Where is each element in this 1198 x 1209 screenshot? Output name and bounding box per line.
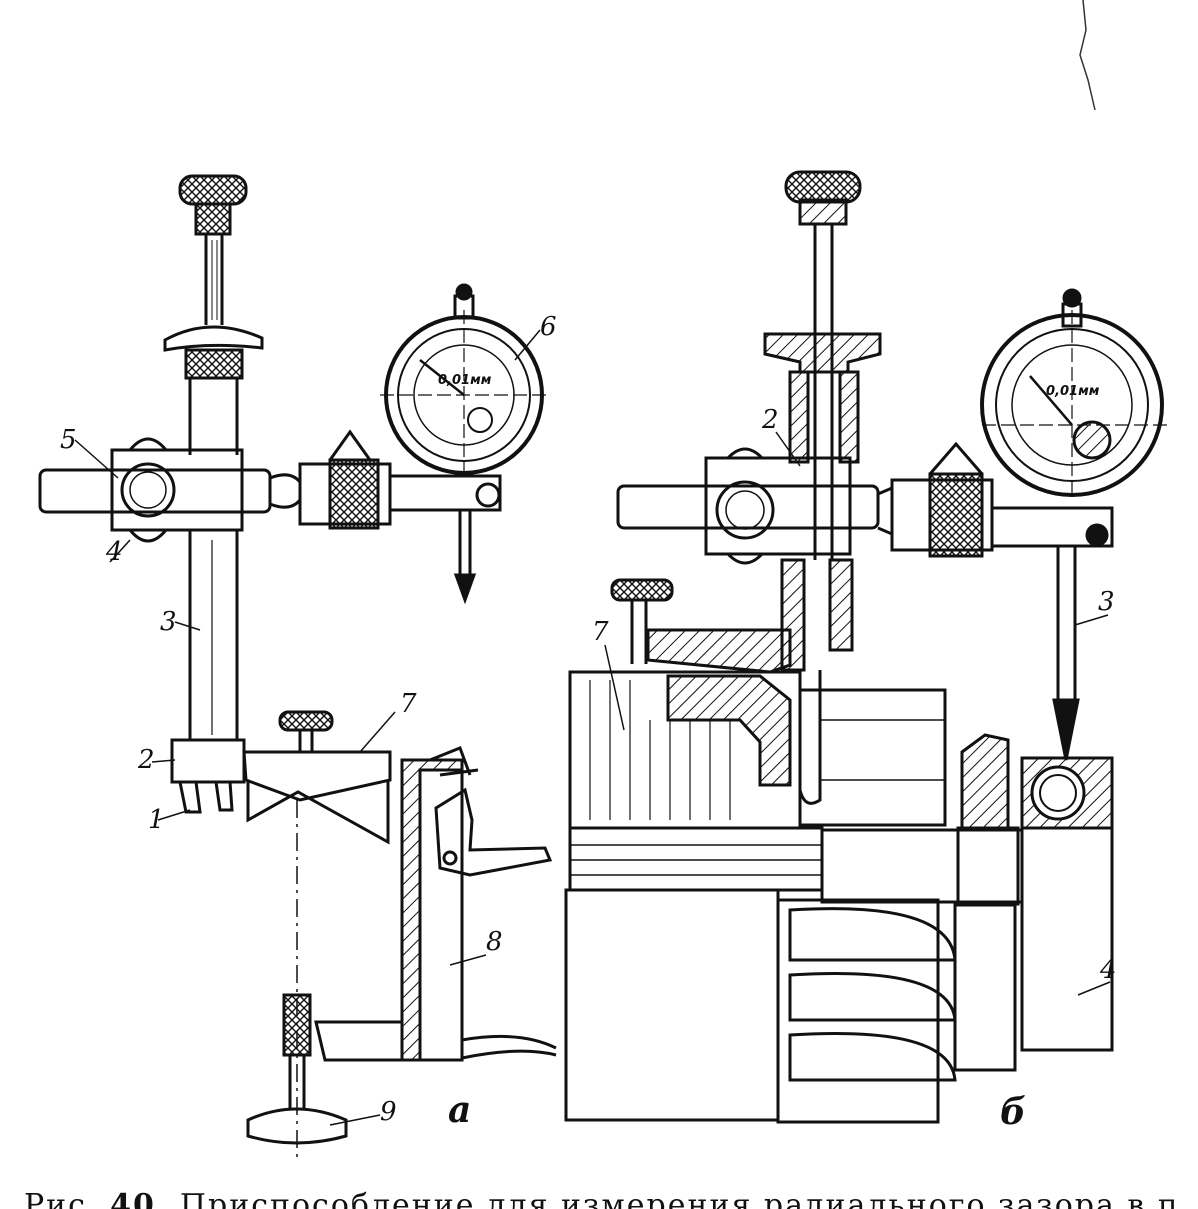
label-b-3: 3 bbox=[1098, 587, 1115, 617]
label-a-8: 8 bbox=[486, 927, 503, 957]
label-a-2: 2 bbox=[137, 745, 155, 775]
label-a-9: 9 bbox=[380, 1097, 397, 1127]
view-b-assembly: 0,01мм bbox=[564, 170, 1168, 1124]
view-a-assembly: 0,01мм bbox=[38, 174, 557, 1160]
labels-view-b: 2 3 4 7 б bbox=[592, 405, 1117, 1133]
label-b-2: 2 bbox=[761, 405, 779, 435]
dial-gauge-b: 0,01мм bbox=[980, 288, 1168, 500]
label-b-4: 4 bbox=[1099, 955, 1117, 985]
label-a-3: 3 bbox=[160, 607, 177, 637]
scan-mark bbox=[1079, 0, 1096, 111]
subfigure-label-b: б bbox=[1000, 1091, 1026, 1133]
caption-figure-number: 40. bbox=[110, 1188, 169, 1209]
dial-a-scale-text: 0,01мм bbox=[438, 373, 492, 388]
labels-view-a: 1 2 3 4 5 6 7 8 9 а bbox=[60, 312, 557, 1131]
dial-b-scale-text: 0,01мм bbox=[1046, 384, 1100, 399]
caption-prefix: Рис. bbox=[24, 1188, 99, 1209]
label-a-6: 6 bbox=[540, 312, 557, 342]
caption-text: Приспособление для измерения радиального… bbox=[179, 1188, 1174, 1209]
label-b-7: 7 bbox=[592, 617, 609, 647]
label-a-5: 5 bbox=[60, 425, 77, 455]
subfigure-label-a: а bbox=[448, 1089, 471, 1131]
label-a-4: 4 bbox=[105, 537, 123, 567]
label-a-7: 7 bbox=[400, 689, 417, 719]
figure-caption: Рис. 40. Приспособление для измерения ра… bbox=[24, 1176, 1174, 1209]
label-a-1: 1 bbox=[148, 805, 165, 835]
dial-gauge-a: 0,01мм bbox=[380, 283, 548, 480]
